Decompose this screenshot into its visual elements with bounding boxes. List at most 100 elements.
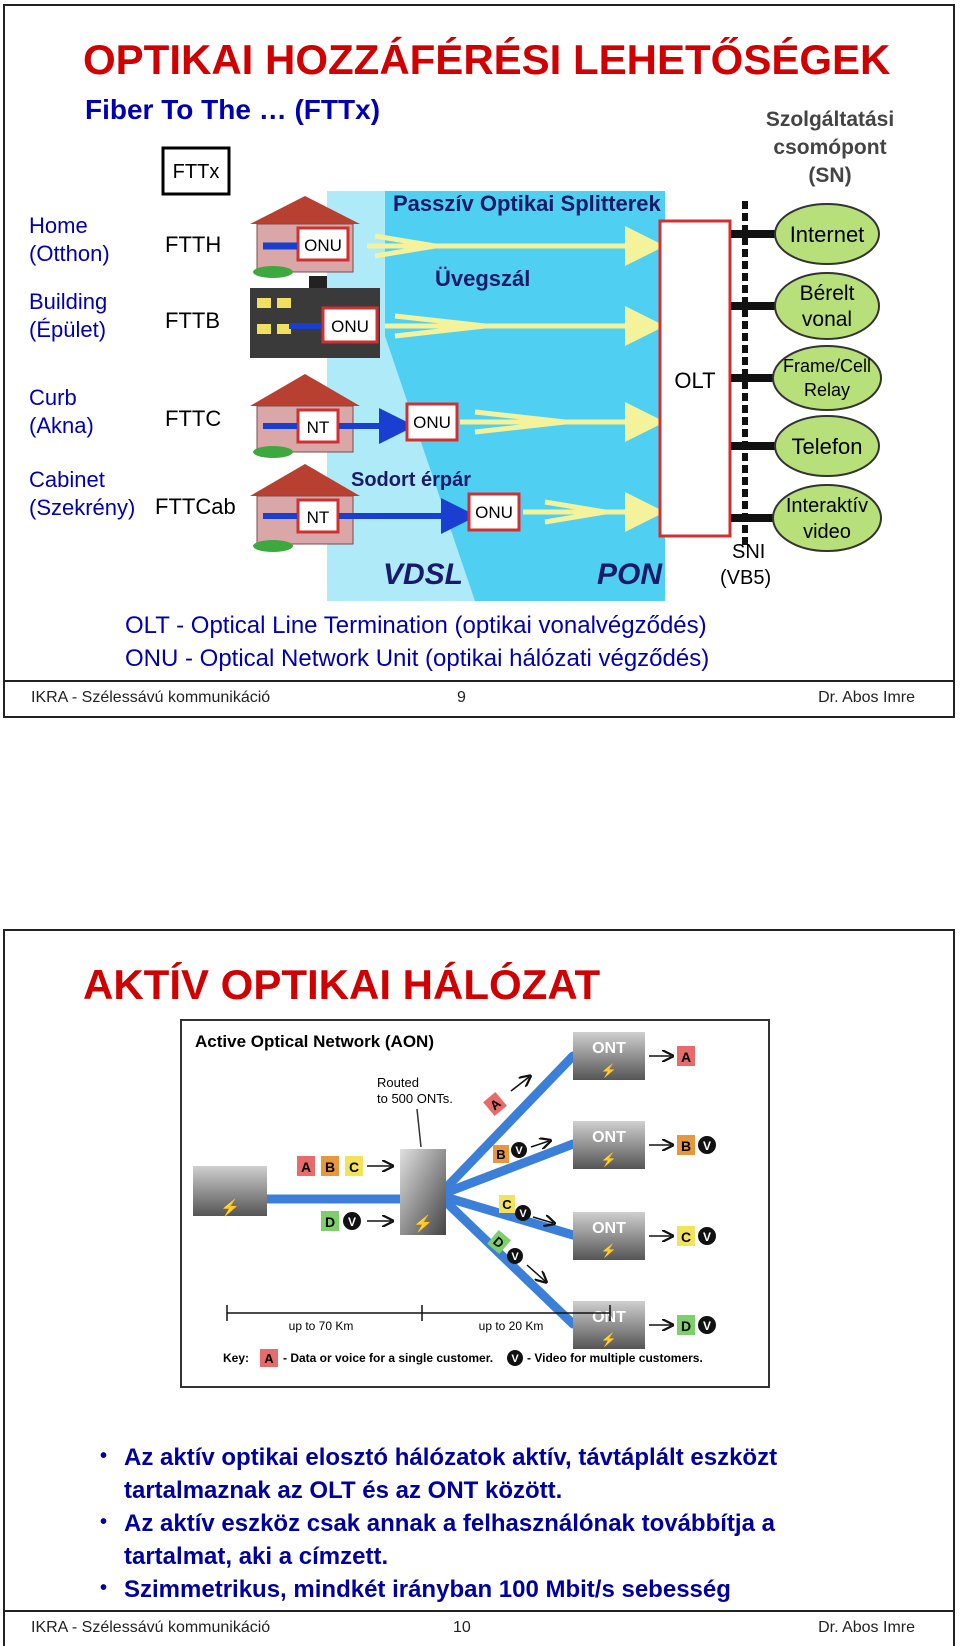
pon-label: PON <box>597 558 663 591</box>
svg-text:- Data or voice for a single c: - Data or voice for a single customer. <box>283 1351 493 1365</box>
building-fttb-icon: ONU <box>250 276 380 358</box>
fiber-lines <box>262 1051 578 1329</box>
aon-key: Key: A - Data or voice for a single cust… <box>223 1349 703 1367</box>
distance-ruler: . up to 70 Km up to 20 Km <box>226 1305 611 1333</box>
svg-text:Bérelt: Bérelt <box>800 282 855 305</box>
footer-author: Dr. Abos Imre <box>818 1619 915 1636</box>
svg-text:ONT: ONT <box>592 1129 626 1146</box>
svg-text:A: A <box>264 1351 274 1366</box>
legend: OLT - Optical Line Termination (optikai … <box>125 609 709 675</box>
footer-course: IKRA - Szélessávú kommunikáció <box>31 1619 271 1636</box>
footer-page-number: 10 <box>453 1619 471 1636</box>
twisted-label: Sodort érpár <box>351 469 471 491</box>
payload-dv: D V <box>321 1211 391 1231</box>
label-home: Home (Otthon) <box>29 213 110 266</box>
output-a: A <box>649 1046 695 1066</box>
bullet-list: Az aktív optikai elosztó hálózatok aktív… <box>100 1440 777 1606</box>
service-internet: Internet <box>774 203 880 265</box>
svg-text:V: V <box>703 1139 711 1153</box>
svg-text:NT: NT <box>307 508 330 527</box>
footer-author: Dr. Abos Imre <box>818 689 915 706</box>
svg-text:C: C <box>681 1229 691 1245</box>
ont-a: ONT ⚡ <box>573 1032 645 1080</box>
power-icon: ⚡ <box>601 1152 617 1168</box>
footer-page-number: 9 <box>457 689 466 706</box>
routed-label: Routed <box>377 1075 419 1090</box>
ont-b: ONT ⚡ <box>573 1121 645 1169</box>
power-icon: ⚡ <box>413 1214 433 1233</box>
row-fttb: FTTB <box>165 308 220 333</box>
svg-text:csomópont: csomópont <box>773 136 886 159</box>
house-ftth-icon: ONU <box>250 196 360 278</box>
active-switch <box>400 1149 446 1235</box>
bullet-item: Az aktív eszköz csak annak a felhasználó… <box>100 1506 777 1573</box>
fttx-box <box>161 146 231 196</box>
row-fttc: FTTC <box>165 406 221 431</box>
slide-fttx: OPTIKAI HOZZÁFÉRÉSI LEHETŐSÉGEK Fiber To… <box>3 4 955 718</box>
olt-box <box>658 219 732 538</box>
splitter-label: Passzív Optikai Splitterek <box>393 191 662 216</box>
olt-connectors <box>731 230 777 522</box>
svg-text:ONT: ONT <box>592 1309 626 1326</box>
output-b: B V <box>649 1135 716 1155</box>
svg-text:D: D <box>325 1214 335 1230</box>
fiber-lines <box>367 226 665 532</box>
house-fttc-icon: NT <box>250 374 415 458</box>
svg-text:C: C <box>349 1159 359 1175</box>
house-fttcab-icon: NT <box>250 464 477 552</box>
fttx-diagram: FTTx FTTH FTTB FTTC FTTCab ONU ONU <box>155 108 894 601</box>
service-phone: Telefon <box>774 415 880 477</box>
service-interactive-video: Interaktív video <box>772 484 882 552</box>
slide-title: AKTÍV OPTIKAI HÁLÓZAT <box>83 961 601 1008</box>
footer-course: IKRA - Szélessávú kommunikáció <box>31 689 271 706</box>
vdsl-label: VDSL <box>383 558 463 591</box>
svg-text:ONT: ONT <box>592 1220 626 1237</box>
svg-text:ONU: ONU <box>413 413 451 432</box>
power-icon: ⚡ <box>601 1332 617 1348</box>
aon-diagram: Active Optical Network (AON) Routed to 5… <box>180 1019 770 1388</box>
svg-text:C: C <box>502 1197 512 1212</box>
bullet-item: Szimmetrikus, mindkét irányban 100 Mbit/… <box>100 1572 777 1606</box>
svg-text:V: V <box>348 1215 356 1229</box>
row-fttcab: FTTCab <box>155 494 236 519</box>
svg-text:A: A <box>681 1049 691 1065</box>
onu-fttc <box>405 402 459 442</box>
svg-text:Key:: Key: <box>223 1351 249 1365</box>
fttx-box-label: FTTx <box>173 161 220 183</box>
olt-device <box>193 1166 267 1216</box>
svg-text:Telefon: Telefon <box>792 434 863 459</box>
svg-text:V: V <box>703 1230 711 1244</box>
svg-text:ONU: ONU <box>475 503 513 522</box>
slide-aon: AKTÍV OPTIKAI HÁLÓZAT Active Optical Net… <box>3 929 955 1646</box>
ont-c: ONT ⚡ <box>573 1212 645 1260</box>
slide-footer: IKRA - Szélessávú kommunikáció 9 Dr. Abo… <box>5 680 953 716</box>
svg-text:video: video <box>803 521 851 543</box>
svg-text:ONU: ONU <box>331 317 369 336</box>
svg-text:Interaktív: Interaktív <box>786 495 868 517</box>
distance-label-1: up to 70 Km <box>289 1319 354 1333</box>
svg-text:V: V <box>519 1208 527 1220</box>
slide-footer: IKRA - Szélessávú kommunikáció 10 Dr. Ab… <box>5 1610 953 1646</box>
distance-label-2: up to 20 Km <box>479 1319 544 1333</box>
label-curb: Curb (Akna) <box>29 385 94 438</box>
svg-text:D: D <box>681 1318 691 1334</box>
output-c: C V <box>649 1226 716 1246</box>
sni-label: SNI <box>732 541 765 563</box>
label-cabinet: Cabinet (Szekrény) <box>29 467 136 520</box>
slide-title: OPTIKAI HOZZÁFÉRÉSI LEHETŐSÉGEK <box>83 36 891 83</box>
service-leased-line: Bérelt vonal <box>774 272 880 340</box>
svg-text:Frame/Cell: Frame/Cell <box>783 356 871 376</box>
legend-onu: ONU - Optical Network Unit (optikai háló… <box>125 645 710 672</box>
fiber-tags: A B V C V D V <box>483 1077 553 1281</box>
svg-text:to 500 ONTs.: to 500 ONTs. <box>377 1091 453 1106</box>
label-building: Building (Épület) <box>29 289 108 342</box>
svg-text:- Video for multiple customers: - Video for multiple customers. <box>527 1351 703 1365</box>
sni-vb5-label: (VB5) <box>720 567 771 589</box>
svg-text:B: B <box>496 1147 505 1162</box>
power-icon: ⚡ <box>601 1243 617 1259</box>
olt-label: OLT <box>674 368 715 393</box>
svg-text:B: B <box>325 1159 335 1175</box>
svg-text:NT: NT <box>307 418 330 437</box>
ont-d: ONT ⚡ <box>573 1301 645 1349</box>
svg-text:(SN): (SN) <box>808 164 851 187</box>
